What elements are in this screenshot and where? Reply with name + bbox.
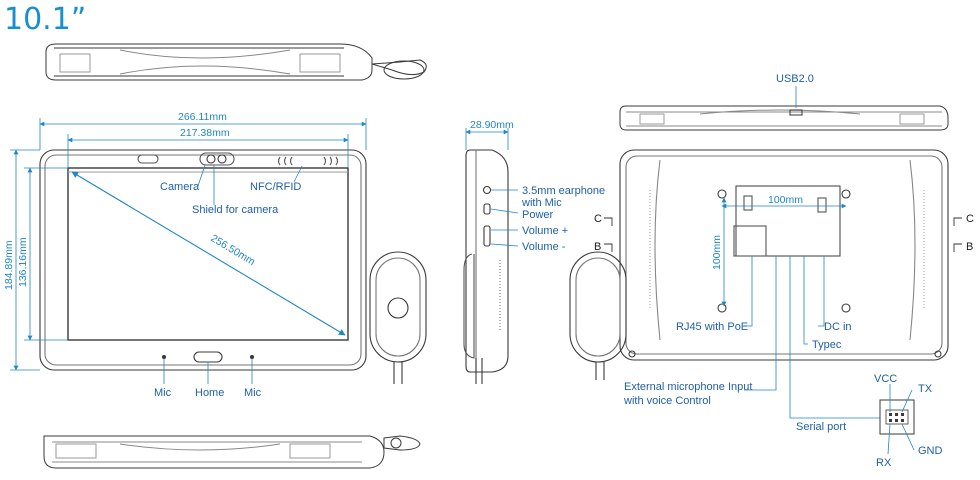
dim-mount-width: 100mm — [768, 194, 803, 206]
label-home: Home — [195, 387, 224, 399]
side-view — [463, 149, 509, 384]
label-mic-left: Mic — [154, 387, 172, 399]
label-typec: Typec — [812, 339, 842, 351]
dim-diagonal: 256.50mm — [208, 232, 257, 268]
label-shield: Shield for camera — [192, 204, 279, 216]
dim-depth: 28.90mm — [470, 119, 514, 131]
label-tx: TX — [918, 383, 933, 395]
label-volume-down: Volume - — [522, 241, 566, 253]
dim-width: 266.11mm — [178, 111, 227, 123]
marker-b-left: B — [594, 241, 601, 253]
label-camera: Camera — [160, 181, 200, 193]
top-view-rear — [619, 105, 949, 131]
label-ext-mic-1: External microphone Input — [624, 381, 752, 393]
label-rj45: RJ45 with PoE — [676, 321, 748, 333]
label-earphone-2: with Mic — [521, 197, 562, 209]
microphone-puck-back — [569, 251, 627, 380]
label-rx: RX — [876, 457, 892, 469]
marker-b-right: B — [966, 241, 973, 253]
dim-screen-height: 136.16mm — [17, 237, 29, 287]
label-earphone-1: 3.5mm earphone — [522, 185, 605, 197]
dim-screen-width: 217.38mm — [180, 127, 230, 139]
label-volume-up: Volume + — [522, 225, 568, 237]
microphone-puck-front — [369, 251, 427, 384]
dim-mount-height: 100mm — [711, 235, 723, 270]
label-ext-mic-2: with voice Control — [623, 395, 711, 407]
top-view — [45, 43, 427, 81]
mount-dimensions — [721, 197, 847, 307]
marker-c-left: C — [594, 213, 602, 225]
side-leaders — [490, 189, 519, 247]
dim-height: 184.89mm — [3, 240, 15, 290]
bottom-view — [43, 435, 421, 469]
page-title: 10.1” — [4, 2, 87, 37]
label-mic-right: Mic — [244, 387, 262, 399]
back-view — [619, 149, 949, 361]
label-vcc: VCC — [874, 373, 897, 385]
front-view — [39, 149, 367, 371]
front-leaders — [163, 164, 303, 384]
front-dimensions — [10, 118, 367, 371]
back-leaders — [744, 256, 880, 419]
section-marker-lines — [604, 217, 962, 252]
label-power: Power — [522, 209, 554, 221]
label-gnd: GND — [918, 445, 943, 457]
label-usb: USB2.0 — [776, 73, 814, 85]
side-dimensions — [465, 128, 509, 150]
label-serial: Serial port — [796, 421, 846, 433]
label-dc-in: DC in — [824, 321, 852, 333]
marker-c-right: C — [966, 213, 974, 225]
serial-connector — [879, 384, 915, 455]
label-nfc: NFC/RFID — [250, 181, 301, 193]
